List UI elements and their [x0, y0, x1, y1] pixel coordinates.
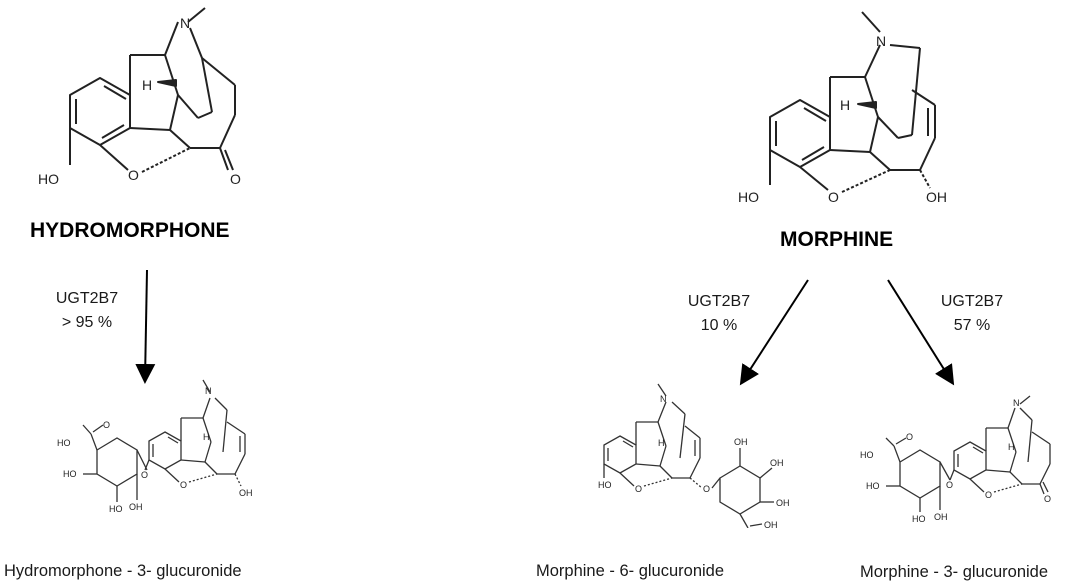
- svg-text:N: N: [1013, 398, 1020, 408]
- enzyme-fraction: > 95 %: [61, 314, 113, 331]
- svg-text:N: N: [205, 386, 212, 396]
- product-caption-hm3g: Hydromorphone - 3- glucuronide: [4, 562, 242, 580]
- svg-text:H: H: [658, 438, 665, 448]
- svg-text:OH: OH: [934, 512, 948, 522]
- svg-text:HO: HO: [912, 514, 926, 524]
- svg-text:OH: OH: [734, 437, 748, 447]
- atom-ho: HO: [738, 189, 759, 205]
- svg-text:HO: HO: [109, 504, 123, 514]
- hydromorphone-structure: N H O O HO: [38, 7, 241, 187]
- arrow-hydromorphone-3g: [135, 269, 156, 384]
- svg-text:HO: HO: [860, 450, 874, 460]
- svg-text:OH: OH: [239, 488, 253, 498]
- arrow-morphine-3g: [887, 279, 955, 386]
- svg-text:HO: HO: [57, 438, 71, 448]
- svg-text:OH: OH: [129, 502, 143, 512]
- atom-h: H: [142, 77, 152, 93]
- enzyme-label-hm3g: UGT2B7 > 95 %: [52, 287, 122, 335]
- enzyme-fraction: 57 %: [953, 317, 991, 334]
- atom-o: O: [828, 189, 839, 205]
- product-caption-m6g: Morphine - 6- glucuronide: [536, 562, 725, 580]
- enzyme-name: UGT2B7: [940, 293, 1004, 310]
- svg-text:O: O: [141, 470, 148, 480]
- svg-text:H: H: [1008, 442, 1015, 452]
- svg-text:O: O: [635, 484, 642, 494]
- enzyme-fraction: 10 %: [700, 317, 738, 334]
- atom-oh: OH: [926, 189, 947, 205]
- atom-n: N: [876, 33, 886, 49]
- svg-text:O: O: [1044, 494, 1051, 504]
- svg-text:OH: OH: [770, 458, 784, 468]
- enzyme-label-m3g: UGT2B7 57 %: [937, 290, 1007, 338]
- svg-text:HO: HO: [598, 480, 612, 490]
- svg-text:O: O: [180, 480, 187, 490]
- svg-text:O: O: [703, 484, 710, 494]
- hydromorphone-title: HYDROMORPHONE: [30, 219, 230, 242]
- svg-text:N: N: [660, 394, 667, 404]
- svg-text:OH: OH: [776, 498, 790, 508]
- morphine-title: MORPHINE: [780, 228, 894, 251]
- atom-o-ketone: O: [230, 171, 241, 187]
- hm3g-structure: HO O HO HO OH O N H O OH: [57, 379, 253, 514]
- m3g-structure: HO O HO HO OH O N H O O: [860, 395, 1051, 524]
- atom-ho: HO: [38, 171, 59, 187]
- m6g-structure: N H O HO O OH OH OH OH: [598, 383, 790, 528]
- atom-n: N: [180, 15, 190, 31]
- atom-h: H: [840, 97, 850, 113]
- svg-text:H: H: [203, 432, 210, 442]
- svg-text:O: O: [985, 490, 992, 500]
- enzyme-name: UGT2B7: [687, 293, 751, 310]
- morphine-structure: N H O OH HO: [738, 11, 947, 205]
- arrow-morphine-6g: [739, 279, 809, 386]
- product-caption-m3g: Morphine - 3- glucuronide: [860, 563, 1049, 581]
- svg-text:O: O: [103, 420, 110, 430]
- svg-text:HO: HO: [866, 481, 880, 491]
- enzyme-label-m6g: UGT2B7 10 %: [684, 290, 754, 338]
- svg-text:HO: HO: [63, 469, 77, 479]
- svg-text:O: O: [906, 432, 913, 442]
- svg-text:OH: OH: [764, 520, 778, 528]
- svg-text:O: O: [946, 480, 953, 490]
- enzyme-name: UGT2B7: [55, 290, 119, 307]
- atom-o: O: [128, 167, 139, 183]
